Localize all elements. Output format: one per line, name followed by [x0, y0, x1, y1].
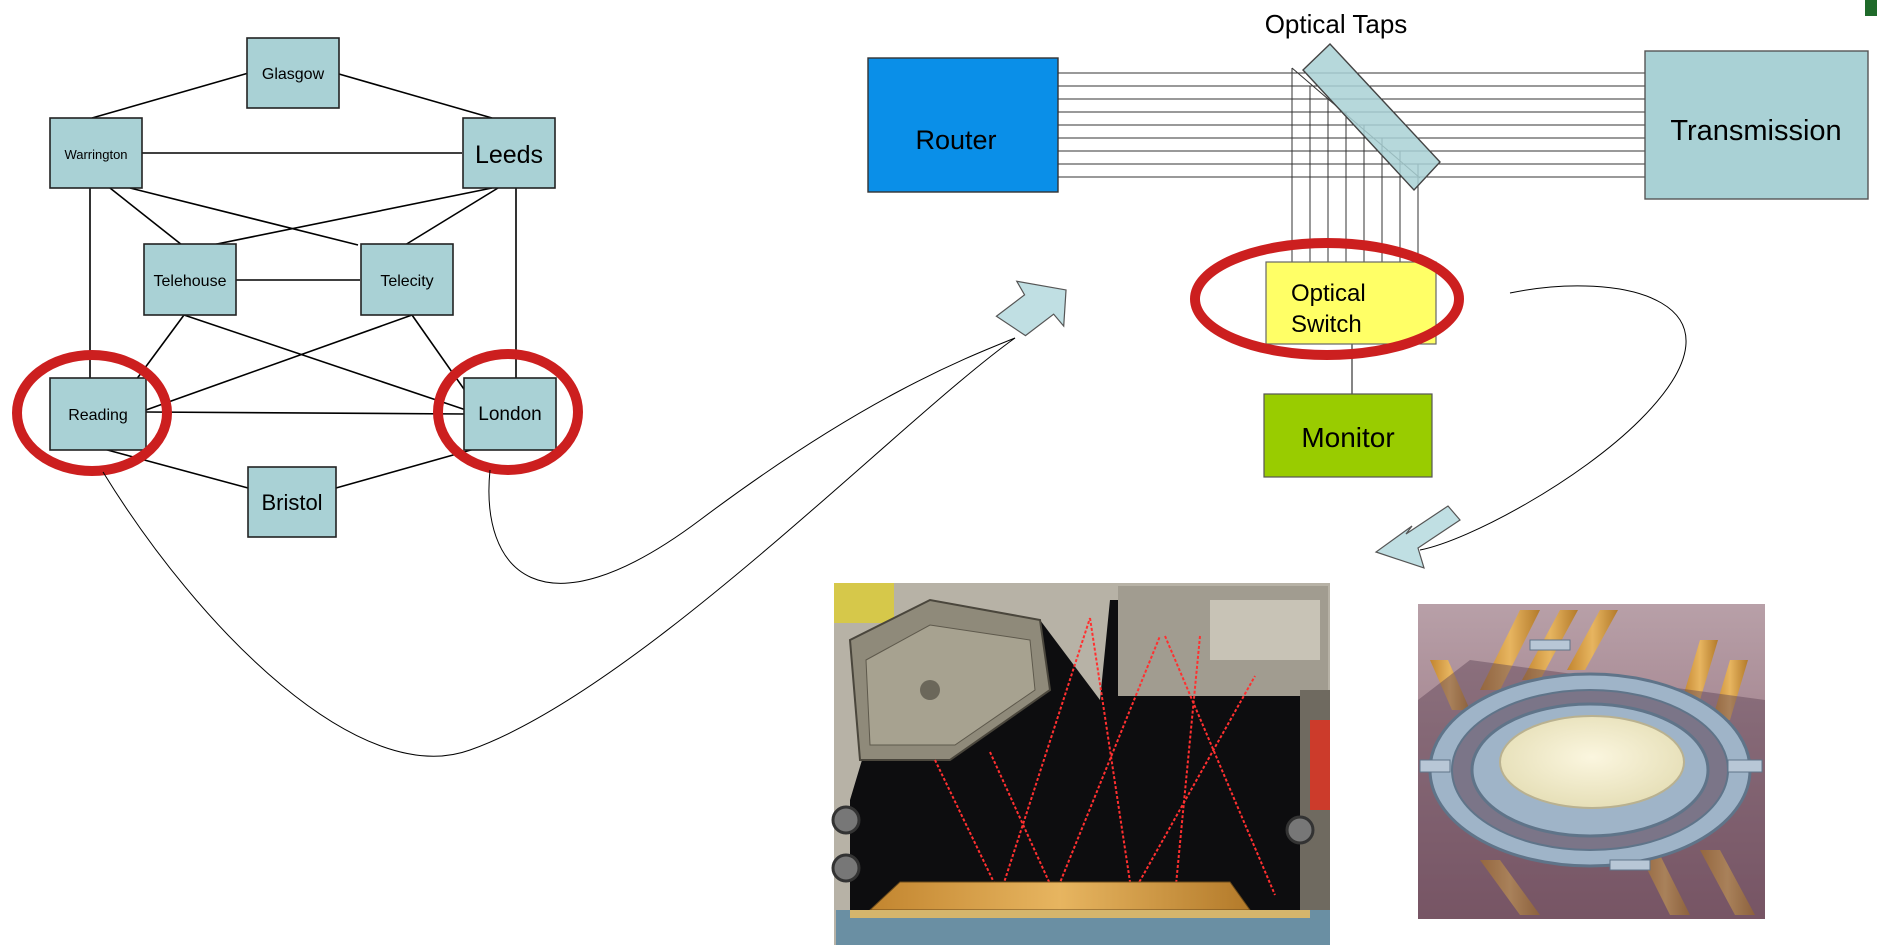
node-telehouse-label: Telehouse: [154, 273, 227, 290]
photo-mems-mirror: [1418, 604, 1765, 919]
router-label: Router: [915, 125, 996, 155]
node-bristol-label: Bristol: [261, 490, 322, 515]
node-leeds-label: Leeds: [475, 141, 543, 169]
node-warrington[interactable]: Warrington: [49, 117, 143, 189]
photo-switch-interior: [831, 583, 1330, 945]
link-warrington-telecity: [129, 187, 359, 246]
node-reading[interactable]: Reading: [49, 377, 147, 451]
monitor-label: Monitor: [1301, 422, 1394, 453]
node-bristol[interactable]: Bristol: [247, 466, 337, 538]
optical-tap-prism: [1302, 43, 1441, 192]
curve-switch-to-photos: [1419, 285, 1687, 551]
link-leeds-telehouse: [211, 187, 493, 246]
link-telecity-reading: [145, 314, 413, 411]
highlight-ring-reading: [12, 350, 172, 476]
node-warrington-label: Warrington: [64, 147, 127, 162]
link-glasgow-leeds: [331, 71, 493, 119]
fiber-bundle: [1058, 72, 1645, 178]
node-glasgow-label: Glasgow: [262, 66, 325, 83]
node-reading-label: Reading: [68, 407, 128, 424]
link-reading-london: [145, 411, 465, 415]
arrow-to-photos-icon: [1374, 505, 1461, 569]
arrow-to-router-diagram-icon: [995, 280, 1067, 337]
transmission-label: Transmission: [1670, 115, 1841, 147]
curve-london-to-arrow: [488, 337, 1016, 584]
highlight-ring-optical-switch: [1190, 238, 1464, 360]
node-telecity-label: Telecity: [380, 273, 433, 290]
monitor-box[interactable]: Monitor: [1263, 393, 1433, 478]
link-reading-bristol: [99, 447, 249, 489]
link-telehouse-london: [183, 314, 467, 411]
network-links: [89, 71, 517, 489]
link-telecity-london: [411, 314, 467, 393]
node-london[interactable]: London: [463, 377, 557, 451]
optical-taps-label: Optical Taps: [1265, 9, 1408, 39]
node-telehouse[interactable]: Telehouse: [143, 243, 237, 316]
link-warrington-telehouse: [109, 187, 183, 246]
optical-switch-box[interactable]: Optical Switch: [1265, 261, 1437, 394]
link-glasgow-warrington: [91, 71, 253, 119]
node-glasgow[interactable]: Glasgow: [246, 37, 340, 109]
router-box[interactable]: Router: [867, 57, 1059, 193]
node-leeds[interactable]: Leeds: [462, 117, 556, 189]
optical-switch-label-line1: Optical: [1291, 280, 1366, 307]
curve-reading-to-arrow: [102, 337, 1016, 757]
transmission-box[interactable]: Transmission: [1644, 50, 1869, 200]
node-london-label: London: [478, 404, 541, 425]
network-nodes: Glasgow Warrington Leeds Telehouse Telec…: [49, 37, 557, 538]
optical-switch-label-line2: Switch: [1291, 311, 1362, 338]
link-leeds-telecity: [404, 187, 499, 246]
node-telecity[interactable]: Telecity: [360, 243, 454, 316]
corner-mark: [1865, 0, 1877, 16]
highlight-ring-london: [433, 349, 583, 475]
